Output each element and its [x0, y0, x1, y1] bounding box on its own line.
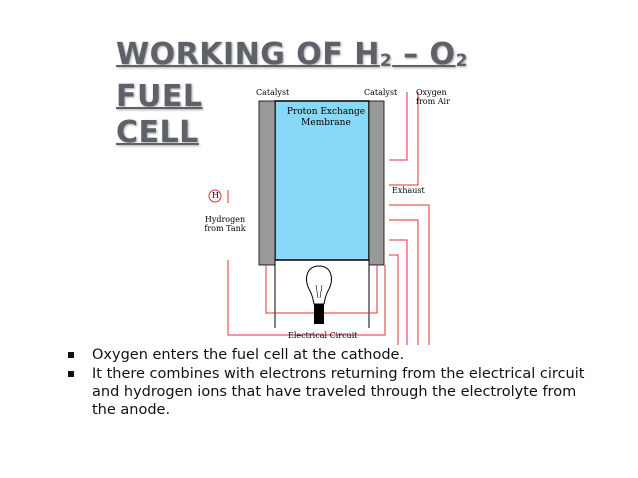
hydrogen-symbol-label: H	[212, 191, 219, 200]
title-subscript: 2	[455, 51, 468, 71]
bullet-item: It there combines with electrons returni…	[66, 365, 586, 419]
title-text-part: WORKING OF H	[116, 37, 380, 72]
membrane-label: Proton Exchange Membrane	[286, 107, 366, 128]
electrical-circuit-wires	[227, 92, 430, 345]
title-text-part: FUEL	[116, 79, 203, 114]
catalyst-right-label: Catalyst	[364, 88, 398, 97]
exhaust-label: Exhaust	[392, 186, 425, 195]
title-text-part: – O	[392, 37, 456, 72]
bullet-item: Oxygen enters the fuel cell at the catho…	[66, 346, 586, 364]
hydrogen-symbol-circle	[208, 189, 222, 203]
electrical-circuit-label: Electrical Circuit	[288, 331, 358, 340]
title-subscript: 2	[379, 51, 393, 71]
catalyst-left-label: Catalyst	[256, 88, 290, 97]
cathode-catalyst-plate	[368, 100, 385, 266]
light-bulb-icon	[306, 265, 332, 324]
hydrogen-from-tank-label: Hydrogen from Tank	[204, 215, 246, 233]
bullet-list: Oxygen enters the fuel cell at the catho…	[66, 346, 586, 420]
anode-catalyst-plate	[258, 100, 276, 266]
title-text-part: CELL	[116, 115, 199, 150]
electrolyte-region	[274, 100, 370, 261]
oxygen-from-air-label: Oxygen from Air	[416, 88, 450, 106]
